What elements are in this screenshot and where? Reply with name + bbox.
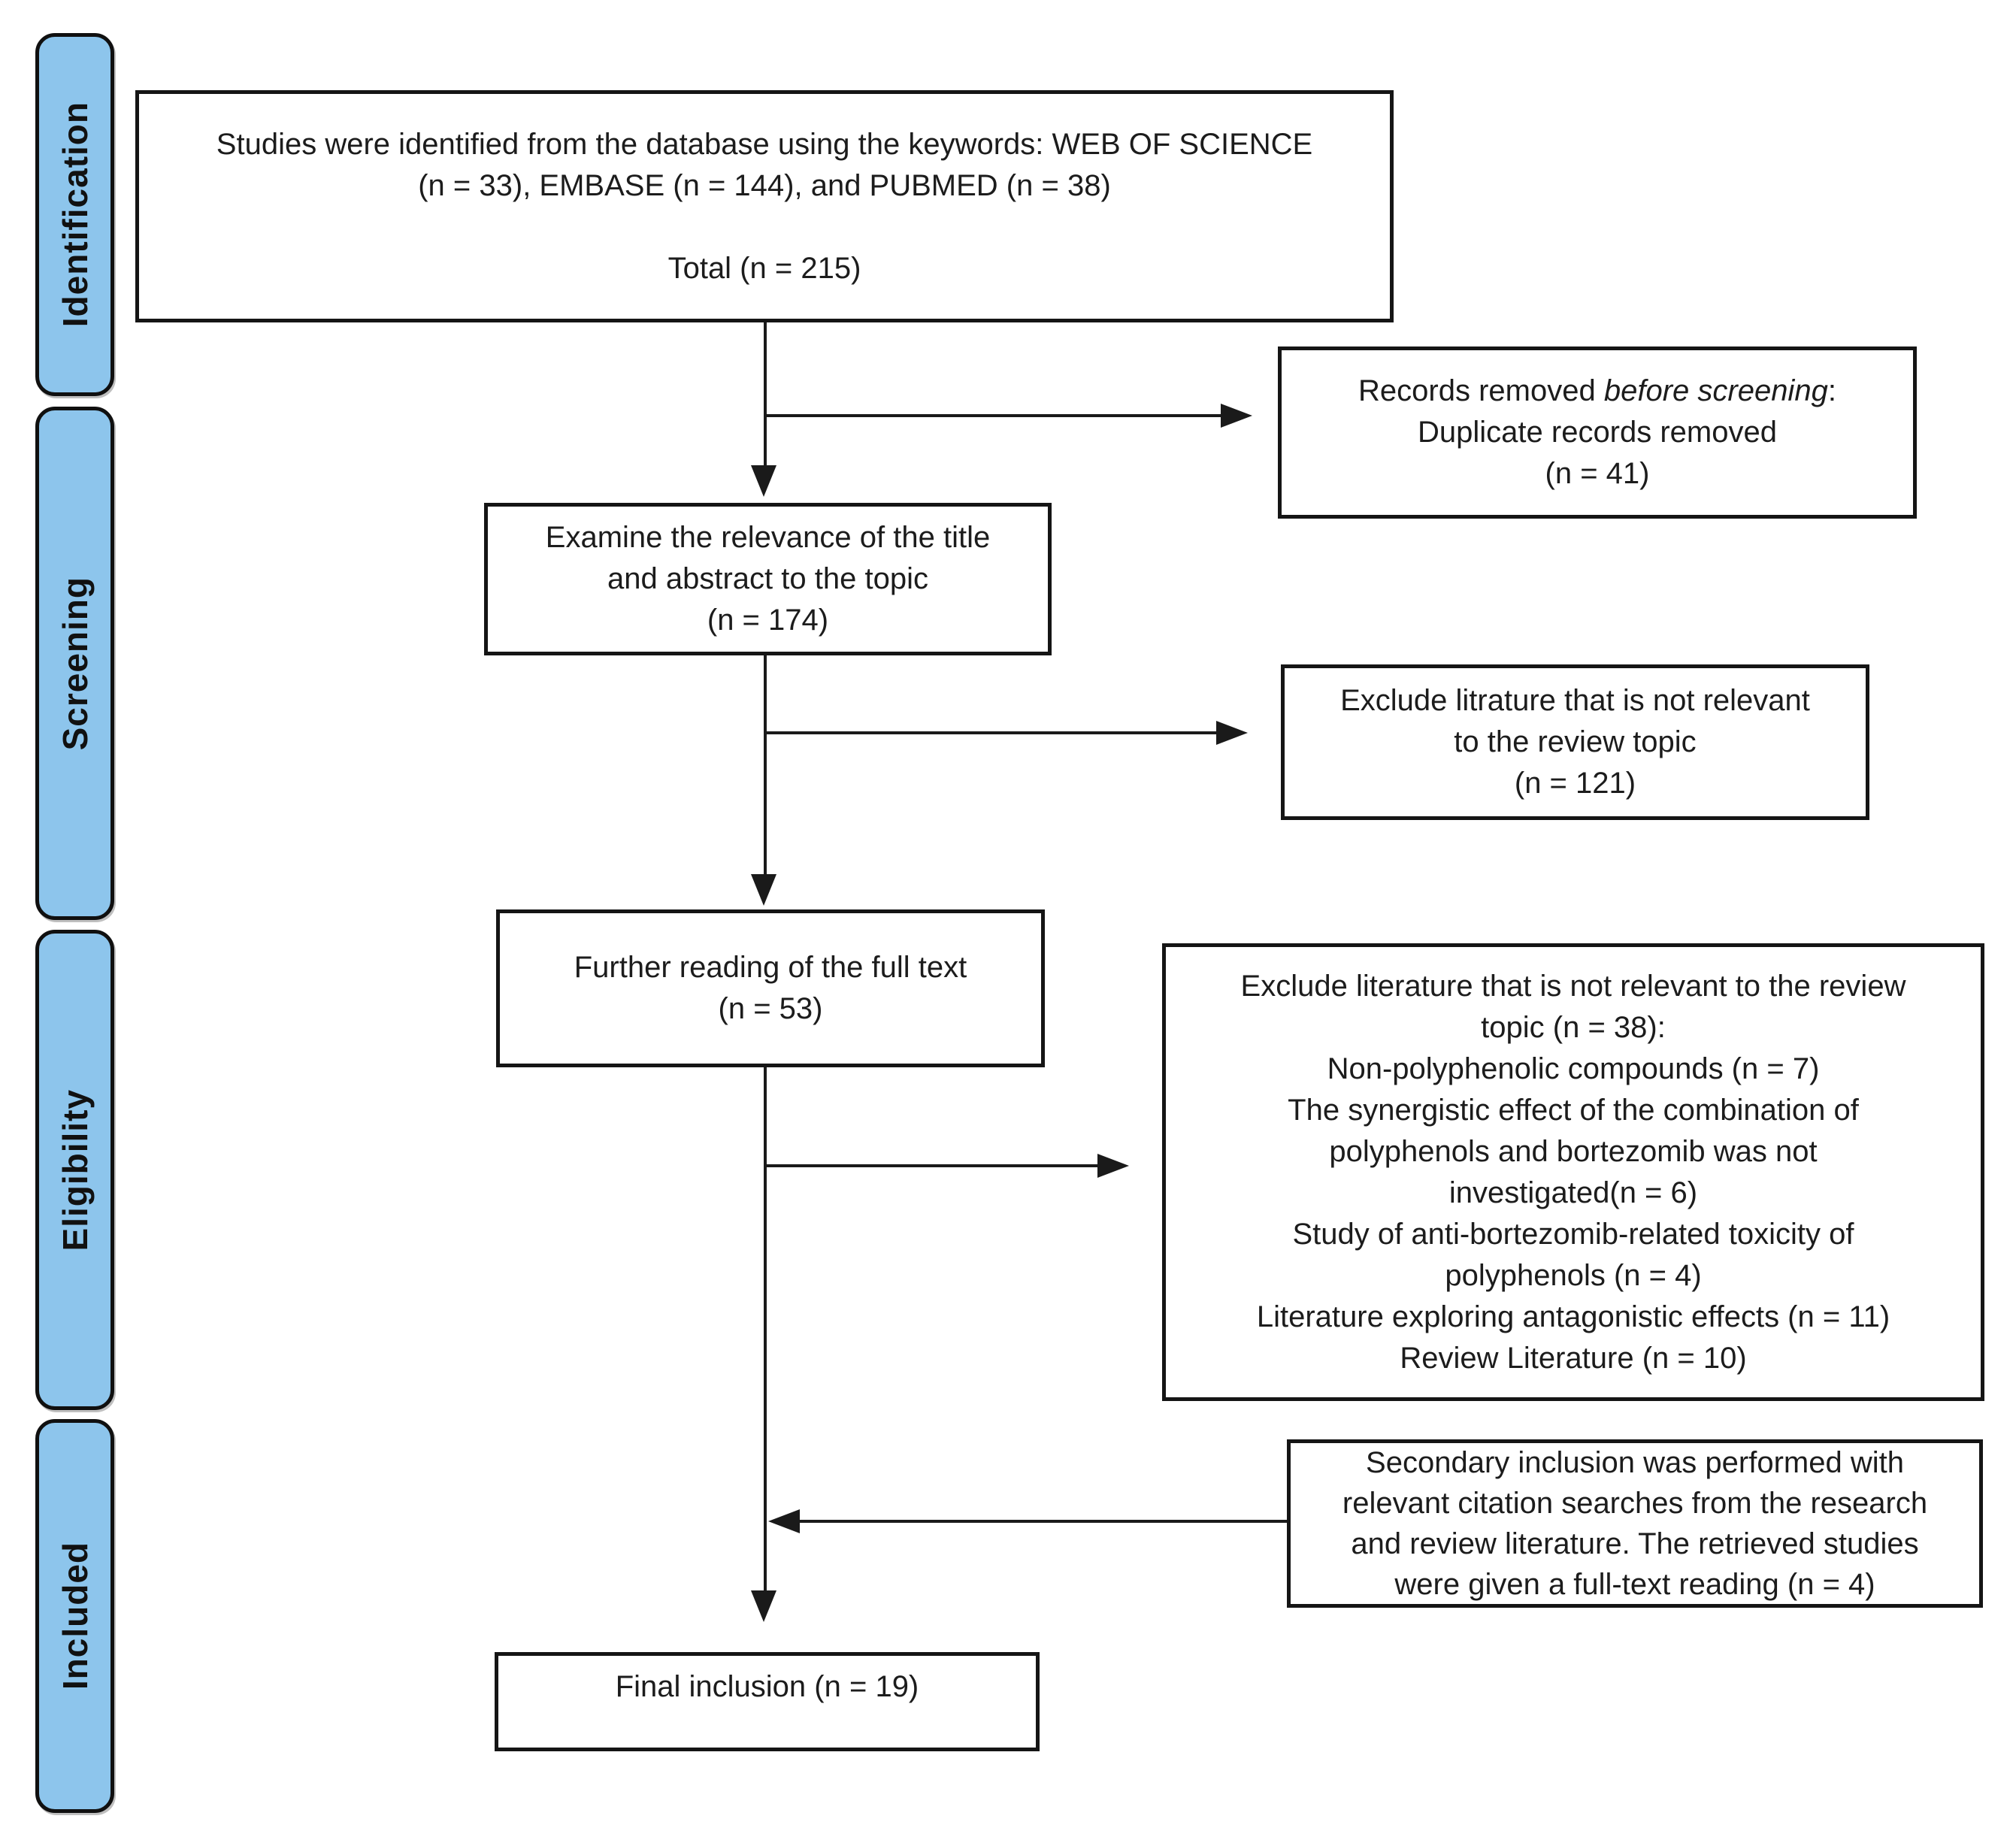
- stage-tab-eligibility: Eligibility: [35, 930, 114, 1410]
- text-line: Exclude literature that is not relevant …: [1240, 969, 1906, 1003]
- text-line: (n = 121): [1514, 767, 1636, 800]
- arrow-down-head-icon: [751, 874, 776, 906]
- arrow-identification-to-screening-line: [764, 322, 767, 467]
- box-full-text-reading-text: Further reading of the full text (n = 53): [574, 947, 967, 1030]
- text-line: relevant citation searches from the rese…: [1342, 1487, 1928, 1520]
- box-full-text-reading: Further reading of the full text (n = 53): [496, 909, 1045, 1067]
- text-line: Non-polyphenolic compounds (n = 7): [1327, 1052, 1820, 1085]
- text-line: were given a full-text reading (n = 4): [1394, 1568, 1875, 1601]
- stage-tab-included: Included: [35, 1419, 114, 1813]
- stage-tab-identification-label: Identification: [55, 101, 95, 328]
- text-line: Literature exploring antagonistic effect…: [1256, 1300, 1890, 1333]
- text-line: Study of anti-bortezomib-related toxicit…: [1292, 1217, 1854, 1251]
- arrow-to-exclude-screening-line: [765, 731, 1216, 734]
- box-title-abstract-screening-text: Examine the relevance of the title and ab…: [546, 517, 990, 641]
- text-line: (n = 174): [707, 604, 829, 637]
- text-line: and review literature. The retrieved stu…: [1351, 1527, 1919, 1560]
- text-line: (n = 53): [718, 992, 823, 1025]
- stage-tab-eligibility-label: Eligibility: [55, 1088, 95, 1251]
- arrow-down-head-icon: [751, 1590, 776, 1622]
- box-exclude-screening-text: Exclude litrature that is not relevant to…: [1340, 680, 1810, 804]
- stage-tab-screening-label: Screening: [55, 576, 95, 751]
- text-line: Total (n = 215): [667, 251, 861, 285]
- arrow-down-head-icon: [751, 465, 776, 497]
- arrow-right-head-icon: [1221, 404, 1252, 428]
- box-identification-sources-text: Studies were identified from the databas…: [216, 124, 1312, 289]
- text-line: (n = 33), EMBASE (n = 144), and PUBMED (…: [418, 168, 1111, 202]
- box-final-inclusion: Final inclusion (n = 19): [495, 1652, 1040, 1751]
- text-line: polyphenols and bortezomib was not: [1329, 1134, 1818, 1168]
- text-line: Examine the relevance of the title: [545, 521, 991, 554]
- text-segment: :: [1827, 374, 1836, 407]
- text-line: and abstract to the topic: [607, 562, 928, 595]
- text-line: investigated(n = 6): [1448, 1176, 1698, 1209]
- text-line: Records removed before screening:: [1358, 371, 1836, 412]
- box-identification-sources: Studies were identified from the databas…: [135, 90, 1394, 322]
- box-records-removed: Records removed before screening: Duplic…: [1278, 347, 1917, 519]
- stage-tab-identification: Identification: [35, 33, 114, 396]
- text-segment: Records removed: [1358, 374, 1604, 407]
- text-line: [216, 207, 1312, 248]
- text-line: topic (n = 38):: [1481, 1010, 1666, 1044]
- italic-text: before screening: [1603, 374, 1828, 407]
- text-line: Secondary inclusion was performed with: [1366, 1446, 1904, 1479]
- arrow-fulltext-to-final-line: [764, 1067, 767, 1592]
- arrow-screening-to-fulltext-line: [764, 655, 767, 876]
- stage-tab-screening: Screening: [35, 407, 114, 920]
- box-exclude-eligibility: Exclude literature that is not relevant …: [1162, 943, 1984, 1401]
- box-records-removed-text: Duplicate records removed (n = 41): [1418, 412, 1777, 495]
- arrow-to-exclude-eligibility-line: [765, 1164, 1100, 1167]
- arrow-right-head-icon: [1097, 1154, 1129, 1178]
- stage-tab-included-label: Included: [55, 1542, 95, 1690]
- text-line: Duplicate records removed: [1418, 416, 1777, 449]
- text-line: Final inclusion (n = 19): [615, 1670, 919, 1703]
- box-exclude-eligibility-text: Exclude literature that is not relevant …: [1241, 966, 1906, 1379]
- text-line: to the review topic: [1454, 725, 1697, 758]
- arrow-right-head-icon: [1216, 721, 1248, 745]
- arrow-left-head-icon: [768, 1509, 800, 1533]
- text-line: Studies were identified from the databas…: [216, 127, 1313, 161]
- text-line: Further reading of the full text: [574, 951, 967, 984]
- box-final-inclusion-text: Final inclusion (n = 19): [616, 1666, 919, 1708]
- text-line: Exclude litrature that is not relevant: [1340, 684, 1810, 717]
- box-secondary-inclusion-text: Secondary inclusion was performed with re…: [1342, 1442, 1927, 1605]
- text-line: The synergistic effect of the combinatio…: [1288, 1093, 1859, 1127]
- box-secondary-inclusion: Secondary inclusion was performed with re…: [1287, 1439, 1983, 1608]
- text-line: Review Literature (n = 10): [1400, 1341, 1747, 1375]
- arrow-secondary-to-final-line: [798, 1520, 1287, 1523]
- text-line: (n = 41): [1545, 457, 1650, 490]
- box-title-abstract-screening: Examine the relevance of the title and ab…: [484, 503, 1052, 655]
- arrow-to-records-removed-line: [765, 414, 1221, 417]
- text-line: polyphenols (n = 4): [1445, 1258, 1702, 1292]
- box-exclude-screening: Exclude litrature that is not relevant to…: [1281, 664, 1869, 820]
